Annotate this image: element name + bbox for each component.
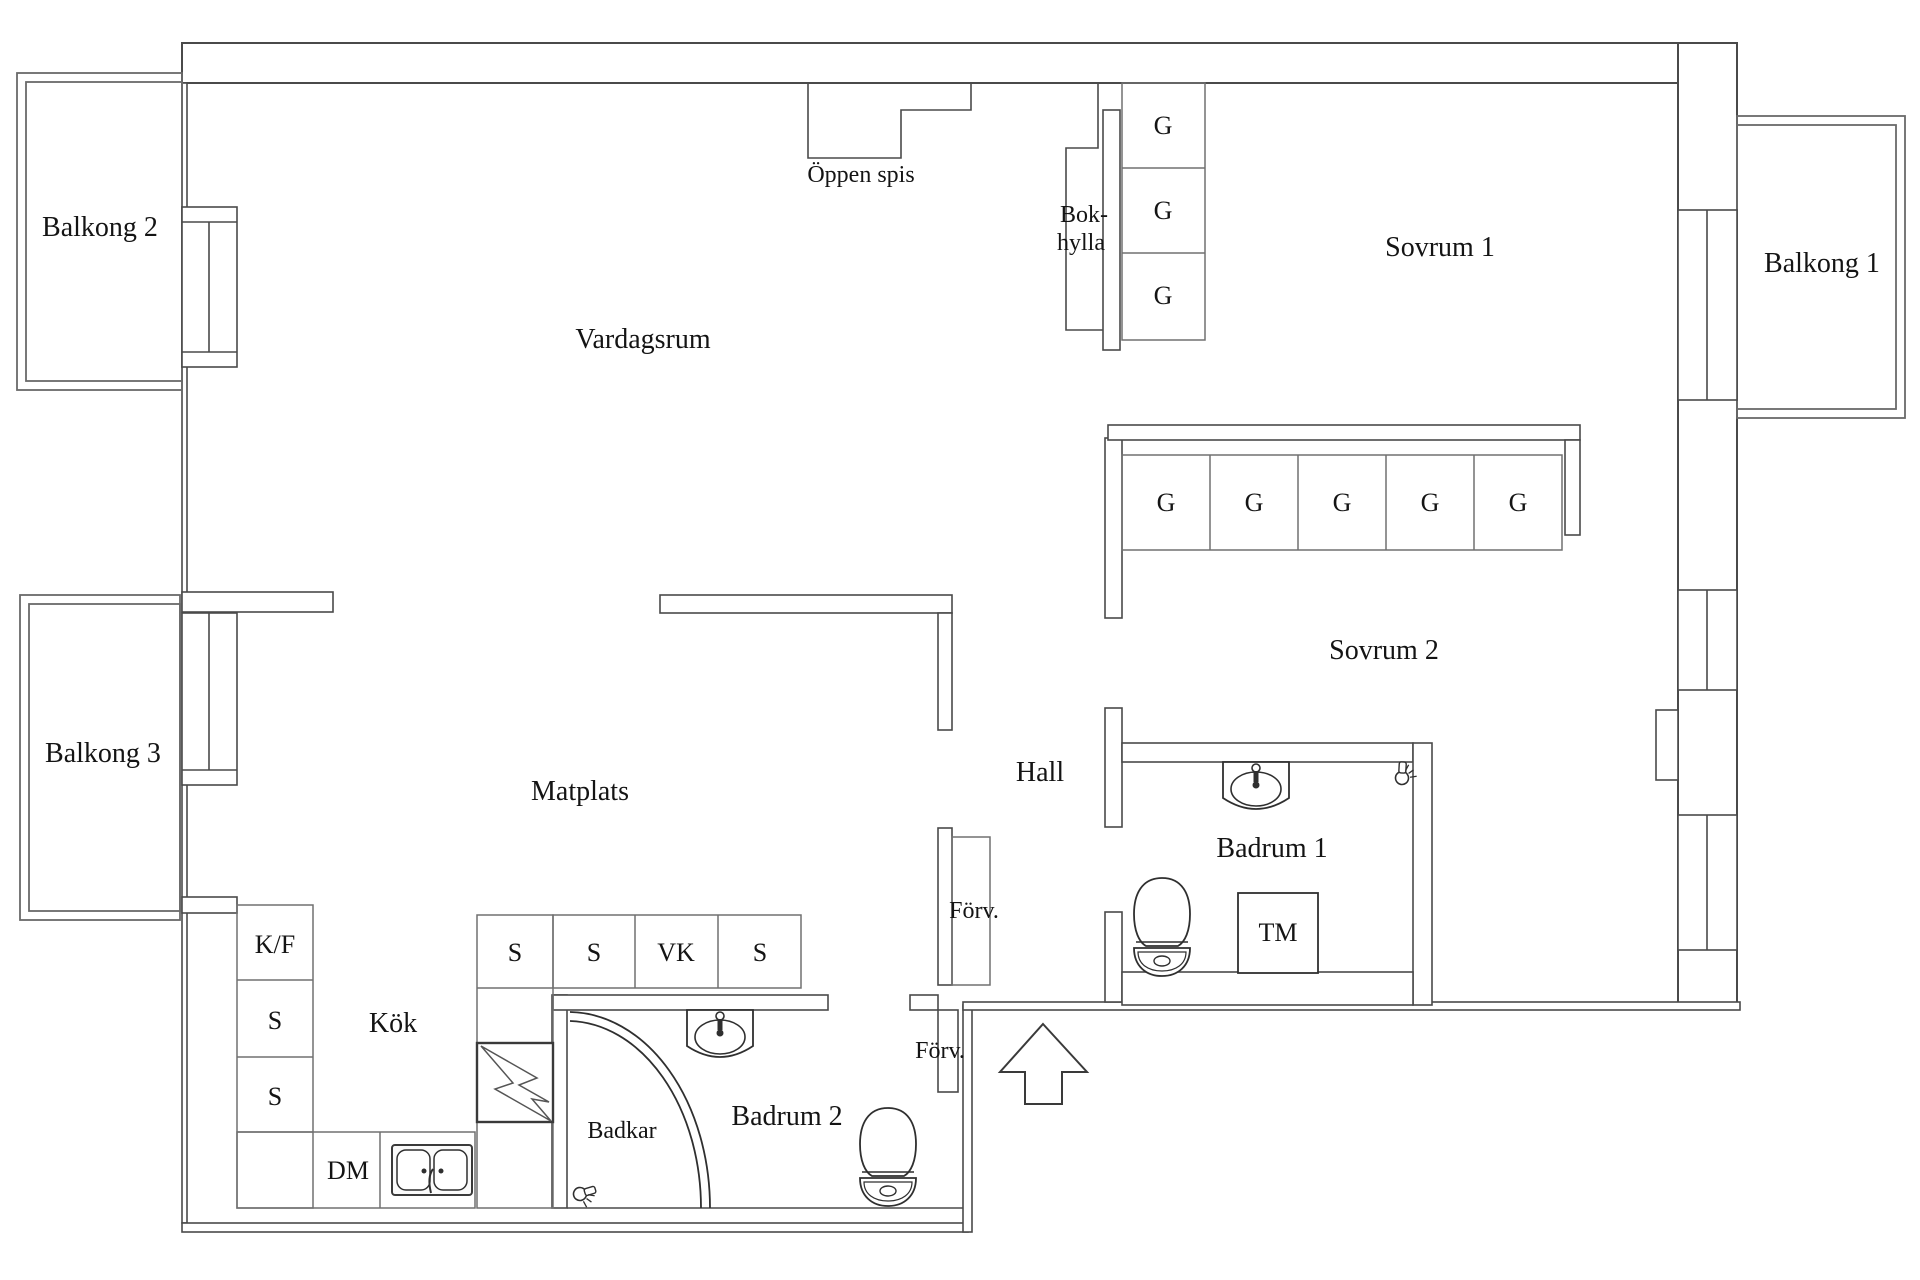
sovrum1-left-wall	[1102, 109, 1121, 351]
sovrum-divider-endpost	[1564, 439, 1581, 536]
kitchen-cabinets	[236, 904, 802, 1209]
fireplace-niche	[807, 83, 972, 159]
matplats-hall-wall	[659, 594, 953, 614]
forv-lower-closet	[937, 1009, 959, 1093]
labels: Balkong 2 Balkong 1 Balkong 3 Vardagsrum…	[42, 111, 1880, 1185]
kitchen-top-row	[552, 914, 802, 989]
badrum2-top-wall	[552, 994, 829, 1011]
hall-badrum1-wall-lower	[1104, 911, 1123, 1003]
wardrobe-row-box	[1121, 454, 1563, 551]
wardrobe-row-label-1: G	[1157, 488, 1176, 517]
wardrobe-col-label-1: G	[1154, 111, 1173, 140]
room-label-sovrum2: Sovrum 2	[1329, 635, 1439, 666]
room-label-balkong2: Balkong 2	[42, 212, 158, 243]
hall-badrum1-wall	[1104, 707, 1123, 828]
kitchen-left-label-3: S	[268, 1082, 282, 1111]
room-label-balkong3: Balkong 3	[45, 738, 161, 769]
sovrum-divider-wall	[1107, 424, 1581, 441]
storage-label-lower: Förv.	[915, 1038, 965, 1064]
wardrobe-col-label-3: G	[1154, 281, 1173, 310]
wardrobes	[951, 82, 1563, 986]
toilet-icon-badrum1	[1133, 877, 1191, 977]
room-label-badrum2: Badrum 2	[731, 1101, 842, 1132]
wardrobe-row-label-4: G	[1421, 488, 1440, 517]
wardrobe-col-label-2: G	[1154, 196, 1173, 225]
room-label-kok: Kök	[369, 1008, 417, 1039]
wardrobe-row-label-5: G	[1509, 488, 1528, 517]
badrum1-top-wall	[1121, 742, 1414, 763]
matplats-wall-stub	[181, 591, 334, 613]
top-wall	[181, 42, 1738, 84]
sink-icon-badrum1	[1222, 761, 1290, 810]
entrance-arrow-icon	[997, 1022, 1090, 1105]
wardrobe-row-label-3: G	[1333, 488, 1352, 517]
wall-niche	[1655, 709, 1679, 781]
toilet-icon-badrum2	[859, 1107, 917, 1207]
fireplace-label: Öppen spis	[807, 162, 914, 188]
bathtub-arc-inner	[569, 1020, 702, 1209]
balconies	[16, 72, 1906, 921]
balcony-3-inner	[28, 603, 181, 912]
room-label-sovrum1: Sovrum 1	[1385, 232, 1495, 263]
washing-machine-label: TM	[1259, 918, 1298, 947]
room-label-badrum1: Badrum 1	[1216, 833, 1327, 864]
kitchen-row-label-2: S	[587, 938, 601, 967]
badrum2-top-wall-stub	[909, 994, 939, 1011]
bottom-wall-left-section	[181, 1222, 969, 1233]
bathtub-arc-outer	[569, 1011, 711, 1209]
sink-icon-badrum2	[686, 1009, 754, 1058]
shower-icon-badrum2	[569, 1177, 601, 1209]
kitchen-bottom-counter	[236, 1131, 476, 1209]
fixtures	[391, 757, 1419, 1209]
forv-upper-closet	[951, 836, 991, 986]
room-label-vardagsrum: Vardagsrum	[575, 324, 711, 355]
badrum1-right-wall	[1412, 742, 1433, 1006]
bookshelf-label-line1: Bok-	[1060, 202, 1108, 228]
windows	[181, 206, 1738, 951]
stove-lightning-icon	[480, 1045, 552, 1122]
kitchen-row-label-3: VK	[657, 938, 695, 967]
badrum2-left-wall	[551, 994, 568, 1209]
kitchen-left-label-2: S	[268, 1006, 282, 1035]
kitchen-sink-icon	[391, 1144, 473, 1196]
hall-sovrum2-wall-upper	[1104, 437, 1123, 619]
room-label-matplats: Matplats	[531, 776, 629, 807]
storage-label-upper: Förv.	[949, 898, 999, 924]
dishwasher-label: DM	[327, 1156, 369, 1185]
room-label-balkong1: Balkong 1	[1764, 248, 1880, 279]
kitchen-left-label-1: K/F	[255, 930, 295, 959]
washing-machine-box	[1237, 892, 1319, 974]
kitchen-row-label-4: S	[753, 938, 767, 967]
badrum1-bottom-wall	[1121, 971, 1414, 1006]
room-label-hall: Hall	[1016, 757, 1064, 788]
bookshelf-label-line2: hylla	[1057, 230, 1105, 256]
kitchen-wall-stub	[181, 896, 238, 914]
bookshelf-outline	[1065, 83, 1103, 331]
wardrobe-column-box	[1121, 82, 1206, 341]
kitchen-row-label-1: S	[508, 938, 522, 967]
matplats-hall-wall-leg	[937, 612, 953, 731]
bathtub-label: Badkar	[587, 1118, 656, 1144]
wardrobe-row-label-2: G	[1245, 488, 1264, 517]
